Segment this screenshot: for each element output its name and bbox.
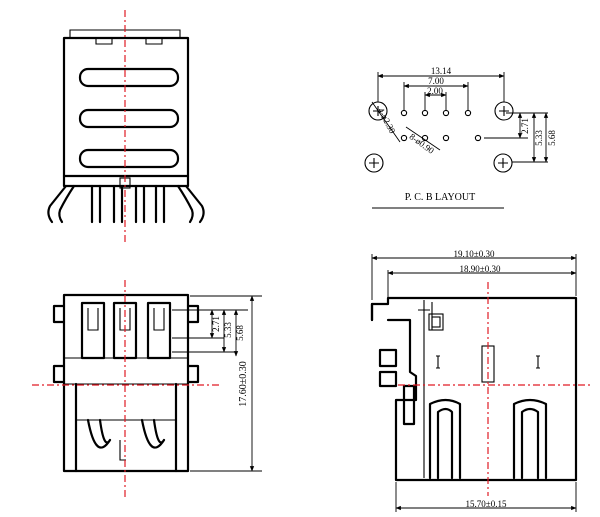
pcb-dim-13-14: 13.14 [431, 66, 452, 76]
top-view-slot-3 [78, 148, 180, 169]
side-view-mark-2 [536, 355, 540, 369]
pcb-dim-7-00: 7.00 [428, 76, 444, 86]
pcb-layout-label: P. C. B LAYOUT [405, 192, 475, 203]
pcb-dim-mount-hole: 4-ø2.30 [376, 106, 398, 136]
side-dim-19-10: 19.10±0.30 [454, 249, 495, 259]
side-view-mark-1 [436, 355, 440, 369]
side-dim-18-90: 18.90±0.30 [460, 264, 501, 274]
top-view-slot-1 [78, 67, 180, 88]
side-view-spring-right [512, 398, 548, 480]
front-view-port-opening [74, 382, 178, 473]
pcb-dim-5-68: 5.68 [547, 130, 557, 146]
pcb-dim-5-33: 5.33 [534, 130, 544, 146]
side-view-latch-window [428, 313, 444, 331]
side-view-spring-left [428, 398, 462, 480]
top-view-base [62, 174, 190, 188]
pcb-leader-mount-hole [371, 101, 401, 143]
side-dim-15-70: 15.70±0.15 [466, 499, 507, 509]
pcb-dim-2-71: 2.71 [520, 118, 530, 134]
pcb-dim-2-00: 2.00 [427, 86, 443, 96]
front-view: 2.71 5.33 5.68 17.60±0.30 [32, 280, 262, 498]
front-dim-2-71: 2.71 [211, 316, 221, 332]
side-view: 19.10±0.30 18.90±0.30 15.70±0.15 [370, 249, 590, 512]
front-view-tabs [52, 304, 200, 384]
top-view-slot-2 [78, 108, 180, 129]
front-dim-height: 17.60±0.30 [238, 361, 249, 407]
top-view-left-mount-leg [47, 184, 76, 224]
pcb-layout-view: 13.14 7.00 2.00 2.71 5.33 5.68 4-ø2.30 8… [364, 66, 557, 209]
front-dim-5-33: 5.33 [223, 322, 233, 338]
pcb-extension-lines [377, 72, 548, 163]
pcb-pin-holes [400, 109, 482, 142]
side-view-outline [370, 296, 578, 482]
top-view [47, 10, 205, 245]
side-view-rear-details [370, 302, 416, 426]
front-dim-5-68: 5.68 [235, 325, 245, 341]
pcb-dim-pin-hole: 8-ø0.90 [408, 131, 437, 156]
top-view-pins [90, 184, 166, 224]
side-view-latch-window-inner [431, 316, 441, 328]
front-view-lower-lines [76, 419, 176, 461]
top-view-right-mount-leg [176, 184, 205, 224]
top-view-housing [62, 36, 190, 178]
pcb-leader-pin-hole [405, 126, 441, 151]
front-view-contact-springs [86, 418, 166, 449]
